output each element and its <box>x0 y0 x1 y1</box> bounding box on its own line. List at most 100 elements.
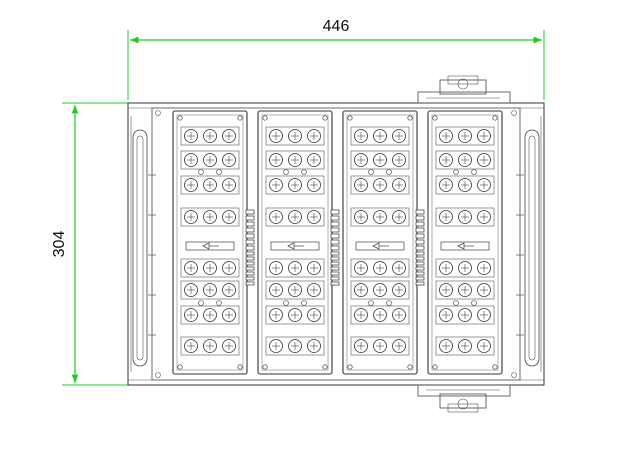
module-arrow-slot <box>440 241 490 251</box>
module-screw <box>347 115 353 121</box>
module-screw <box>262 364 268 370</box>
module-2 <box>257 110 333 375</box>
module-led-band <box>265 305 325 325</box>
outer-frame <box>127 102 545 386</box>
module-screw <box>322 115 328 121</box>
connector-rib <box>415 215 425 221</box>
module-screw <box>432 115 438 121</box>
module-arrow-slot <box>185 241 235 251</box>
module-led-band <box>180 175 240 195</box>
module-screw <box>177 364 183 370</box>
module-screw <box>407 115 413 121</box>
connector-rib <box>415 239 425 245</box>
module-led-band <box>350 336 410 356</box>
module-screw <box>492 364 498 370</box>
module-led-band <box>350 150 410 170</box>
module-hole <box>471 169 477 175</box>
module-led-band <box>435 207 495 227</box>
connector-rib <box>330 239 340 245</box>
module-led-band <box>435 175 495 195</box>
module-led-band <box>350 207 410 227</box>
module-led-band <box>265 207 325 227</box>
connector-rib <box>330 266 340 271</box>
module-hole <box>386 169 392 175</box>
module-hole <box>386 300 392 306</box>
module-connectors <box>148 174 524 336</box>
module-board-inner <box>261 114 329 371</box>
module-4 <box>427 110 503 375</box>
module-hole <box>471 300 477 306</box>
module-arrow-slot <box>355 241 405 251</box>
height-dimension: 304 <box>51 102 135 386</box>
module-led-band <box>180 336 240 356</box>
connector-rib <box>415 221 425 227</box>
module-hole <box>216 300 222 306</box>
connector-rib <box>245 251 255 256</box>
connector-rib <box>415 256 425 261</box>
module-led-band <box>265 126 325 146</box>
connector-rib <box>330 245 340 251</box>
module-arrow-slot <box>270 241 320 251</box>
connector-rib <box>245 271 255 276</box>
connector-rib <box>330 209 340 215</box>
connector-rib <box>415 251 425 256</box>
module-led-band <box>435 150 495 170</box>
module-board-inner <box>431 114 499 371</box>
connector-rib <box>415 245 425 251</box>
connector-rib <box>415 261 425 266</box>
module-led-band <box>265 150 325 170</box>
connector-rib <box>245 256 255 261</box>
module-hole <box>301 300 307 306</box>
module-led-band <box>180 258 240 278</box>
module-hole <box>198 169 204 175</box>
connector-rib <box>330 281 340 286</box>
connector-rib <box>330 251 340 256</box>
bottom-mounting-bracket <box>417 384 511 413</box>
module-led-band <box>350 305 410 325</box>
module-screw <box>237 364 243 370</box>
module-screw <box>262 115 268 121</box>
module-board <box>427 110 503 375</box>
connector-rib <box>245 281 255 286</box>
inner-frame <box>151 107 521 381</box>
module-led-band <box>435 305 495 325</box>
connector-rib <box>245 266 255 271</box>
module-board-inner <box>346 114 414 371</box>
module-hole <box>301 169 307 175</box>
connector-rib <box>415 266 425 271</box>
connector-rib <box>415 233 425 239</box>
module-connector <box>330 209 340 286</box>
module-led-band <box>350 258 410 278</box>
module-led-band <box>350 175 410 195</box>
width-dimension: 446 <box>127 18 545 100</box>
width-dimension-label: 446 <box>323 18 350 35</box>
connector-rib <box>245 215 255 221</box>
connector-rib <box>415 209 425 215</box>
connector-rib <box>245 276 255 281</box>
top-mounting-bracket <box>417 75 511 104</box>
module-board <box>172 110 248 375</box>
connector-rib <box>415 271 425 276</box>
module-hole <box>198 300 204 306</box>
module-led-band <box>350 280 410 300</box>
module-hole <box>453 300 459 306</box>
module-led-band <box>180 126 240 146</box>
connector-rib <box>415 227 425 233</box>
module-screw <box>237 115 243 121</box>
module-led-band <box>265 175 325 195</box>
connector-rib <box>330 233 340 239</box>
connector-rib <box>245 239 255 245</box>
led-modules <box>172 110 503 375</box>
module-board <box>342 110 418 375</box>
connector-rib <box>245 221 255 227</box>
module-led-band <box>180 150 240 170</box>
module-board-inner <box>176 114 244 371</box>
connector-rib <box>330 261 340 266</box>
module-led-band <box>265 258 325 278</box>
connector-rib <box>415 281 425 286</box>
module-1 <box>172 110 248 375</box>
connector-rib <box>330 221 340 227</box>
module-led-band <box>435 258 495 278</box>
connector-rib <box>330 271 340 276</box>
